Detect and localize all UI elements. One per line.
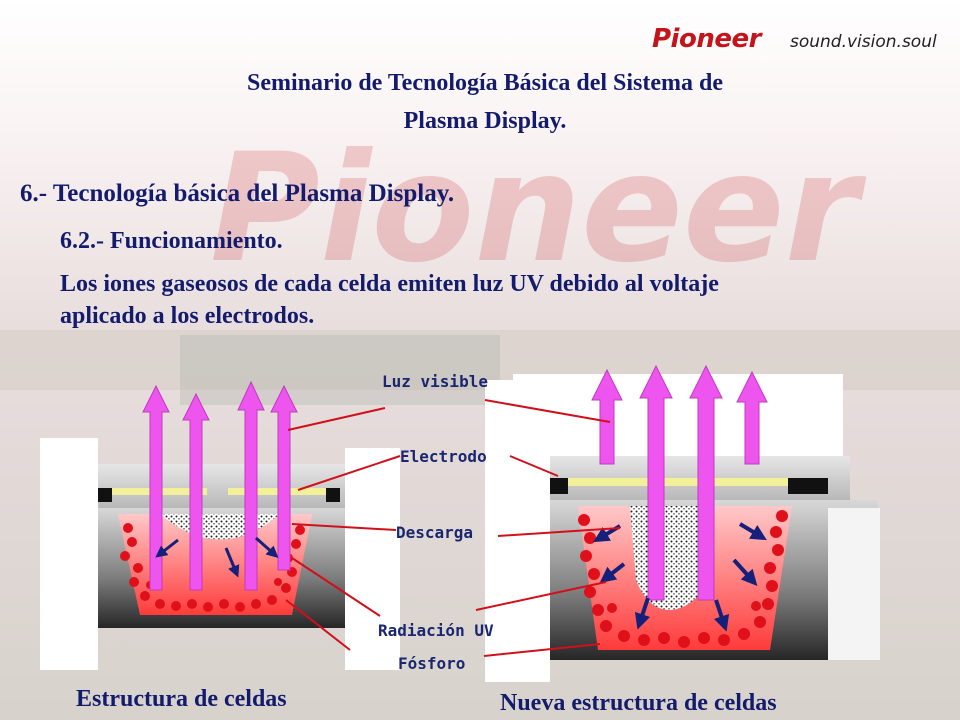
caption-left-structure: Estructura de celdas bbox=[76, 686, 287, 712]
label-visible-light: Luz visible bbox=[382, 372, 488, 391]
right-cell bbox=[485, 364, 880, 682]
brand-tagline: sound.vision.soul bbox=[790, 32, 937, 52]
label-discharge: Descarga bbox=[396, 523, 474, 542]
label-uv-radiation: Radiación UV bbox=[378, 621, 494, 640]
brand-name: Pioneer bbox=[652, 24, 761, 54]
pioneer-logo: Pioneer sound.vision.soul bbox=[652, 24, 937, 54]
svg-text:Pioneer: Pioneer bbox=[210, 122, 867, 296]
body-text-line1: Los iones gaseosos de cada celda emiten … bbox=[60, 271, 719, 297]
subsection-heading: 6.2.- Funcionamiento. bbox=[60, 228, 283, 254]
plasma-cell-diagram bbox=[40, 364, 880, 682]
section-heading: 6.- Tecnología básica del Plasma Display… bbox=[20, 180, 455, 207]
body-text: Los iones gaseosos de cada celda emiten … bbox=[60, 268, 950, 332]
left-cell bbox=[40, 380, 400, 670]
page-title-line2: Plasma Display. bbox=[403, 108, 567, 134]
pointer-lines bbox=[285, 399, 621, 657]
caption-right-structure: Nueva estructura de celdas bbox=[500, 690, 777, 716]
label-phosphor: Fósforo bbox=[398, 654, 466, 673]
body-text-line2: aplicado a los electrodos. bbox=[60, 303, 315, 329]
label-electrode: Electrodo bbox=[400, 447, 487, 466]
page-title-line1: Seminario de Tecnología Básica del Siste… bbox=[246, 70, 723, 96]
